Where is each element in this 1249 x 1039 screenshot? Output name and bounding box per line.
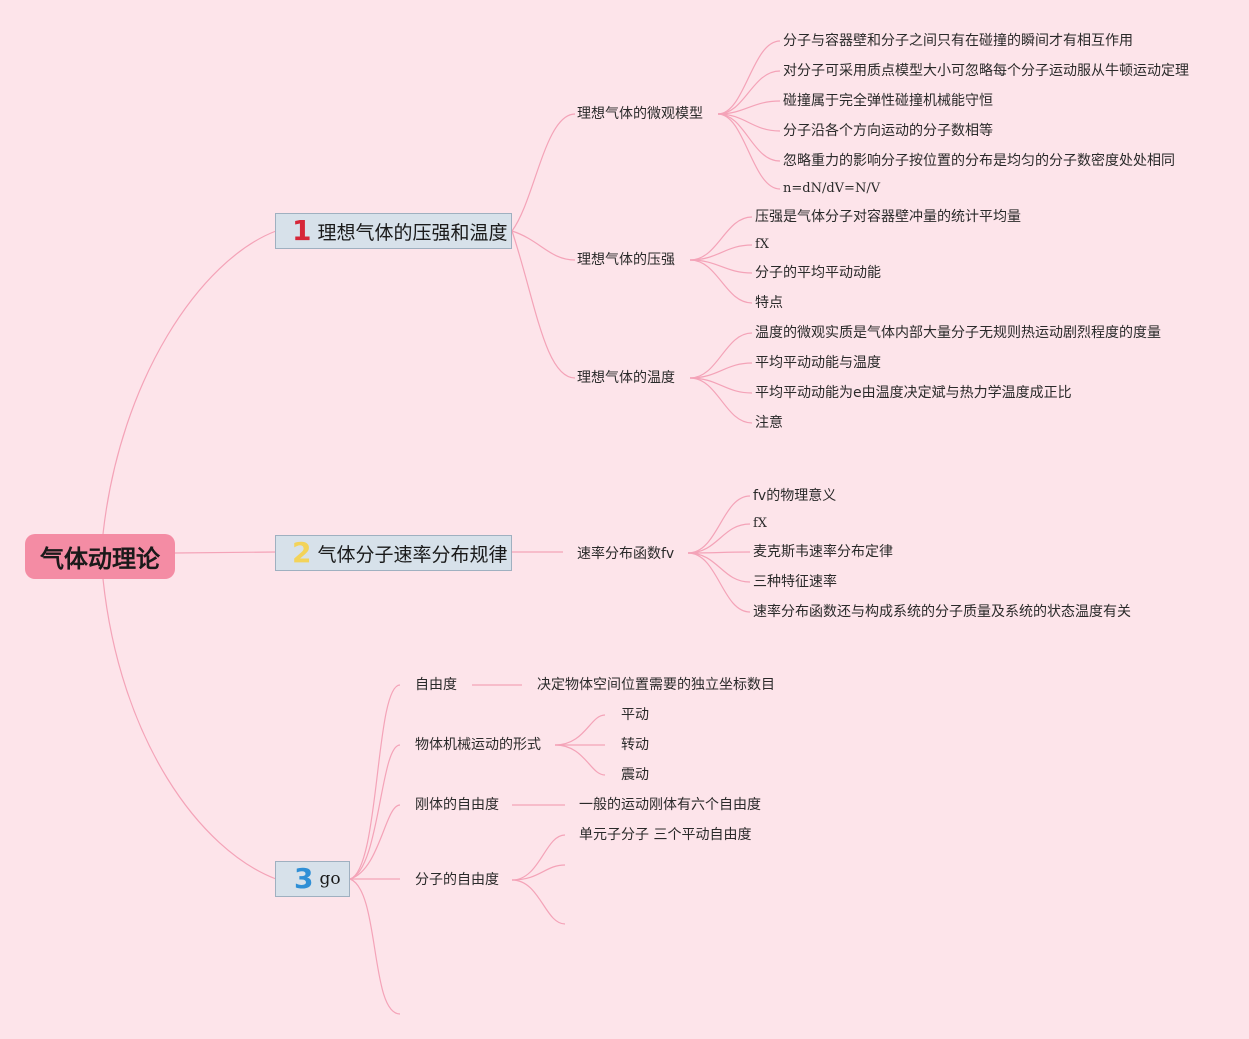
b1-sub-3-leaf-3[interactable]: 平均平动动能为e由温度决定斌与热力学温度成正比	[755, 385, 1072, 401]
b1-sub-3-leaf-2[interactable]: 平均平动动能与温度	[755, 355, 881, 371]
b3-sub-4-leaf-1[interactable]: 单元子分子 三个平动自由度	[579, 827, 752, 843]
b1-sub-1-leaf-5[interactable]: 忽略重力的影响分子按位置的分布是均匀的分子数密度处处相同	[783, 153, 1175, 169]
b2-sub-1-leaf-4[interactable]: 三种特征速率	[753, 574, 837, 590]
branch-1-badge: 1	[292, 214, 312, 247]
b1-sub-2-leaf-2[interactable]: fX	[755, 237, 770, 252]
b2-sub-1-leaf-5[interactable]: 速率分布函数还与构成系统的分子质量及系统的状态温度有关	[753, 604, 1131, 620]
b1-sub-1-leaf-6[interactable]: n=dN/dV=N/V	[783, 181, 881, 196]
b2-sub-1-leaf-1[interactable]: fv的物理意义	[753, 488, 837, 504]
b1-sub-1-leaf-4[interactable]: 分子沿各个方向运动的分子数相等	[783, 123, 993, 139]
root-node[interactable]: 气体动理论	[25, 534, 175, 579]
branch-3-badge: 3	[294, 862, 314, 895]
b3-sub-1[interactable]: 自由度	[415, 677, 457, 693]
b2-sub-1[interactable]: 速率分布函数fv	[577, 546, 675, 562]
connector-root-b1	[102, 230, 277, 535]
branch-2-node[interactable]: 2 气体分子速率分布规律	[275, 535, 512, 571]
b1-sub-3-leaf-1[interactable]: 温度的微观实质是气体内部大量分子无规则热运动剧烈程度的度量	[755, 325, 1161, 341]
b3-sub-1-leaf-1[interactable]: 决定物体空间位置需要的独立坐标数目	[537, 677, 775, 693]
b2-sub-1-leaf-3[interactable]: 麦克斯韦速率分布定律	[753, 544, 893, 560]
b1-sub-2[interactable]: 理想气体的压强	[577, 252, 675, 268]
branch-1-node[interactable]: 1 理想气体的压强和温度	[275, 213, 512, 249]
b1-sub-2-leaf-1[interactable]: 压强是气体分子对容器壁冲量的统计平均量	[755, 209, 1021, 225]
b1-sub-1-leaf-3[interactable]: 碰撞属于完全弹性碰撞机械能守恒	[783, 93, 993, 109]
branch-3-node[interactable]: 3 go	[275, 861, 350, 897]
b1-sub-3[interactable]: 理想气体的温度	[577, 370, 675, 386]
branch-2-label: 气体分子速率分布规律	[317, 543, 508, 566]
connector-root-b2	[174, 551, 277, 554]
branch-2-badge: 2	[292, 536, 312, 569]
b3-sub-2-leaf-2[interactable]: 转动	[621, 737, 649, 753]
b1-sub-1-leaf-2[interactable]: 对分子可采用质点模型大小可忽略每个分子运动服从牛顿运动定理	[783, 63, 1189, 79]
branch-3-label: go	[319, 869, 341, 889]
b3-sub-2-leaf-3[interactable]: 震动	[621, 767, 649, 783]
b1-sub-2-leaf-3[interactable]: 分子的平均平动动能	[755, 265, 881, 281]
b1-sub-2-leaf-4[interactable]: 特点	[755, 295, 783, 311]
b1-sub-1-leaf-1[interactable]: 分子与容器壁和分子之间只有在碰撞的瞬间才有相互作用	[783, 33, 1133, 49]
b3-sub-4[interactable]: 分子的自由度	[415, 872, 499, 888]
branch-1-label: 理想气体的压强和温度	[317, 221, 508, 244]
b3-sub-2-leaf-1[interactable]: 平动	[621, 707, 649, 723]
b1-sub-1[interactable]: 理想气体的微观模型	[577, 106, 703, 122]
connector-root-b3	[102, 578, 277, 880]
connector-b1-s3	[511, 230, 576, 379]
b1-sub-3-leaf-4[interactable]: 注意	[755, 415, 783, 431]
connector-b1-s1	[511, 113, 576, 232]
b3-sub-3-leaf-1[interactable]: 一般的运动刚体有六个自由度	[579, 797, 761, 813]
b2-sub-1-leaf-2[interactable]: fX	[753, 516, 768, 531]
b3-sub-3[interactable]: 刚体的自由度	[415, 797, 499, 813]
connector-b1-s2	[511, 230, 576, 261]
b3-sub-2[interactable]: 物体机械运动的形式	[415, 737, 541, 753]
